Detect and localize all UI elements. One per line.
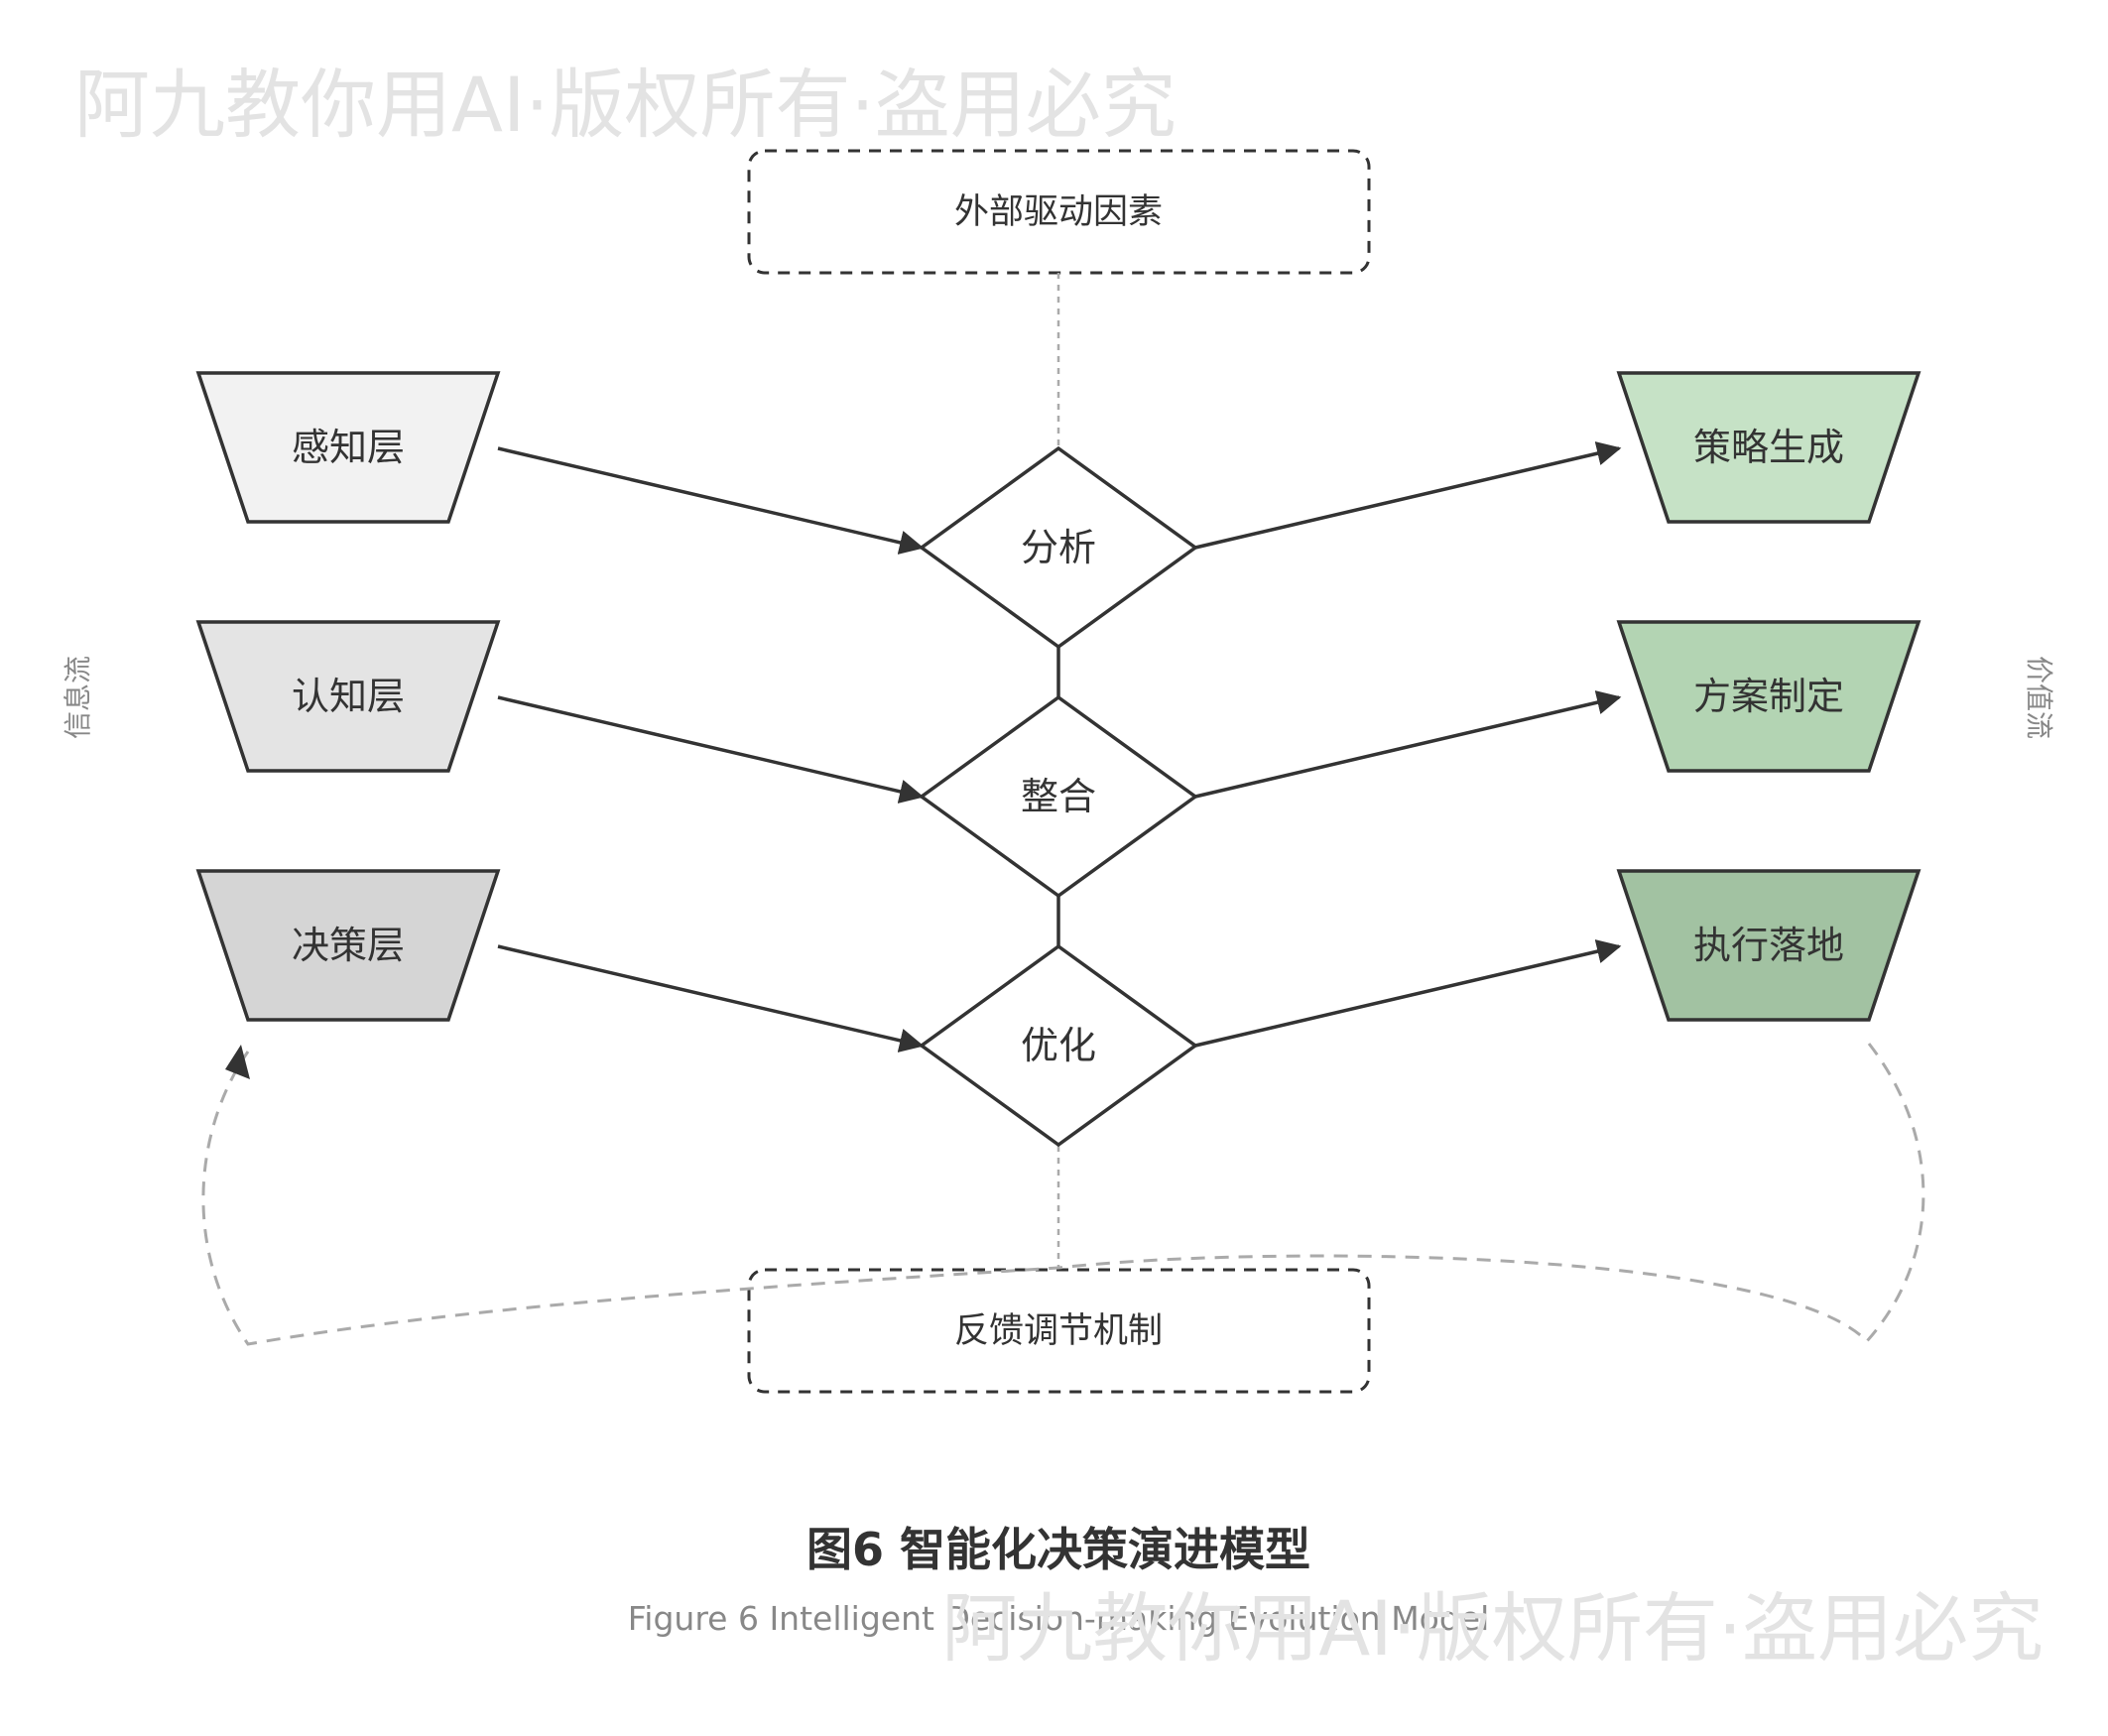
center-node-optimization: 优化 bbox=[919, 943, 1198, 1148]
left-layer-decision: 决策层 bbox=[195, 869, 501, 1022]
center-node-analysis: 分析 bbox=[919, 445, 1198, 650]
watermark-bottom: 阿九教你用AI·版权所有·盗用必究 bbox=[941, 1584, 2044, 1673]
arrow-optimization-execution bbox=[1194, 939, 1622, 1048]
diamond-label: 整合 bbox=[1021, 775, 1096, 818]
layer-shape bbox=[195, 869, 501, 1022]
diamond-label: 分析 bbox=[1021, 526, 1096, 569]
watermark-top: 阿九教你用AI·版权所有·盗用必究 bbox=[74, 61, 1177, 149]
layer-shape bbox=[195, 620, 501, 773]
arrow-perception-analysis bbox=[497, 446, 925, 555]
output-shape bbox=[1616, 371, 1922, 524]
layer-label: 认知层 bbox=[292, 675, 405, 718]
value-flow-label: 价值流 bbox=[2023, 656, 2055, 739]
output-shape bbox=[1616, 620, 1922, 773]
right-output-execution: 执行落地 bbox=[1616, 869, 1922, 1022]
output-label: 执行落地 bbox=[1693, 924, 1844, 967]
left-layer-perception: 感知层 bbox=[195, 371, 501, 524]
external-drivers-label: 外部驱动因素 bbox=[954, 192, 1163, 232]
arrow-analysis-strategy bbox=[1194, 441, 1622, 550]
info-flow-label: 信息流 bbox=[62, 656, 94, 739]
left-layer-cognition: 认知层 bbox=[195, 620, 501, 773]
feedback-loop-curve bbox=[201, 1043, 1925, 1346]
output-label: 策略生成 bbox=[1693, 426, 1844, 469]
diamond-shape bbox=[919, 943, 1198, 1148]
center-node-integration: 整合 bbox=[919, 694, 1198, 899]
layer-shape bbox=[195, 371, 501, 524]
arrow-cognition-integration bbox=[497, 695, 925, 804]
caption-title: 图6 智能化决策演进模型 bbox=[806, 1523, 1310, 1576]
layer-label: 决策层 bbox=[292, 924, 405, 967]
diamond-shape bbox=[919, 694, 1198, 899]
diamond-label: 优化 bbox=[1021, 1024, 1096, 1067]
arrow-decision-optimization bbox=[497, 944, 925, 1053]
caption-subtitle: Figure 6 Intelligent Decision-making Evo… bbox=[628, 1599, 1490, 1638]
output-shape bbox=[1616, 869, 1922, 1022]
feedback-box: 反馈调节机制 bbox=[747, 1268, 1371, 1394]
right-output-strategy: 策略生成 bbox=[1616, 371, 1922, 524]
feedback-loop-arrowhead bbox=[225, 1045, 250, 1079]
arrow-integration-plan bbox=[1194, 690, 1622, 799]
right-output-plan: 方案制定 bbox=[1616, 620, 1922, 773]
external-drivers-box: 外部驱动因素 bbox=[747, 149, 1371, 275]
layer-label: 感知层 bbox=[292, 426, 405, 469]
output-label: 方案制定 bbox=[1693, 675, 1844, 718]
feedback-label: 反馈调节机制 bbox=[954, 1311, 1163, 1351]
diamond-shape bbox=[919, 445, 1198, 650]
